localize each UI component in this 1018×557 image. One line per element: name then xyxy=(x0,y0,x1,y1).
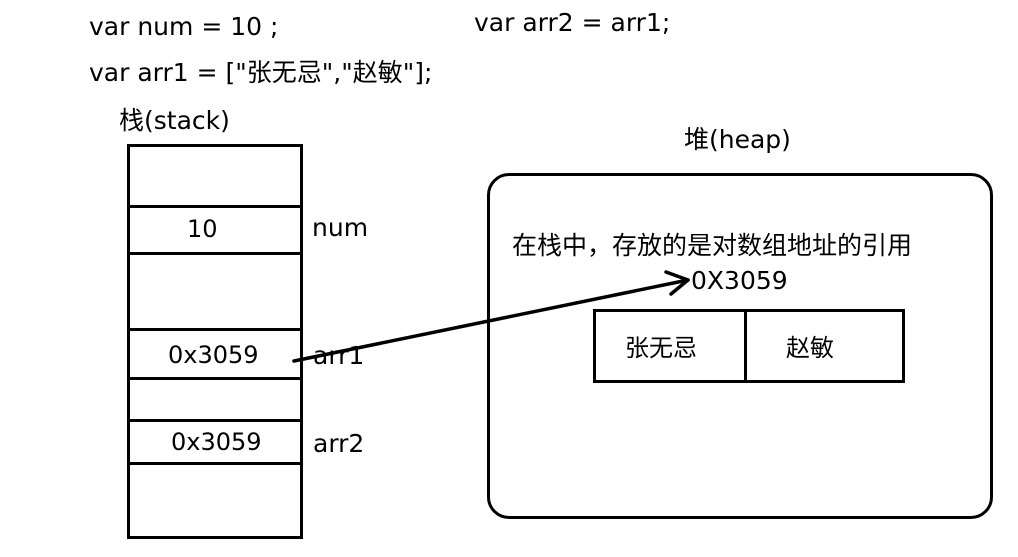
heap-element: 赵敏 xyxy=(786,334,834,362)
stack-divider xyxy=(127,252,303,255)
heap-element: 张无忌 xyxy=(625,334,697,362)
heap-box xyxy=(487,173,993,519)
stack-title: 栈(stack) xyxy=(119,106,230,135)
heap-title: 堆(heap) xyxy=(684,125,791,154)
stack-divider xyxy=(127,328,303,331)
stack-label-num: num xyxy=(312,213,369,242)
stack-cell-arr2-value: 0x3059 xyxy=(171,428,262,456)
code-line-arr2: var arr2 = arr1; xyxy=(474,8,671,37)
stack-cell-arr1-value: 0x3059 xyxy=(168,341,259,369)
stack-box xyxy=(127,144,303,539)
stack-divider xyxy=(127,377,303,380)
stack-label-arr2: arr2 xyxy=(313,429,365,458)
heap-array-divider xyxy=(744,309,747,383)
heap-address: 0X3059 xyxy=(691,266,788,295)
code-line-num: var num = 10 ; xyxy=(89,12,279,41)
stack-cell-num-value: 10 xyxy=(187,215,218,243)
stack-divider xyxy=(127,205,303,208)
heap-array xyxy=(593,309,905,383)
heap-note: 在栈中，存放的是对数组地址的引用 xyxy=(512,231,913,260)
stack-divider xyxy=(127,462,303,465)
stack-divider xyxy=(127,419,303,422)
code-line-arr1: var arr1 = ["张无忌","赵敏"]; xyxy=(89,58,433,87)
